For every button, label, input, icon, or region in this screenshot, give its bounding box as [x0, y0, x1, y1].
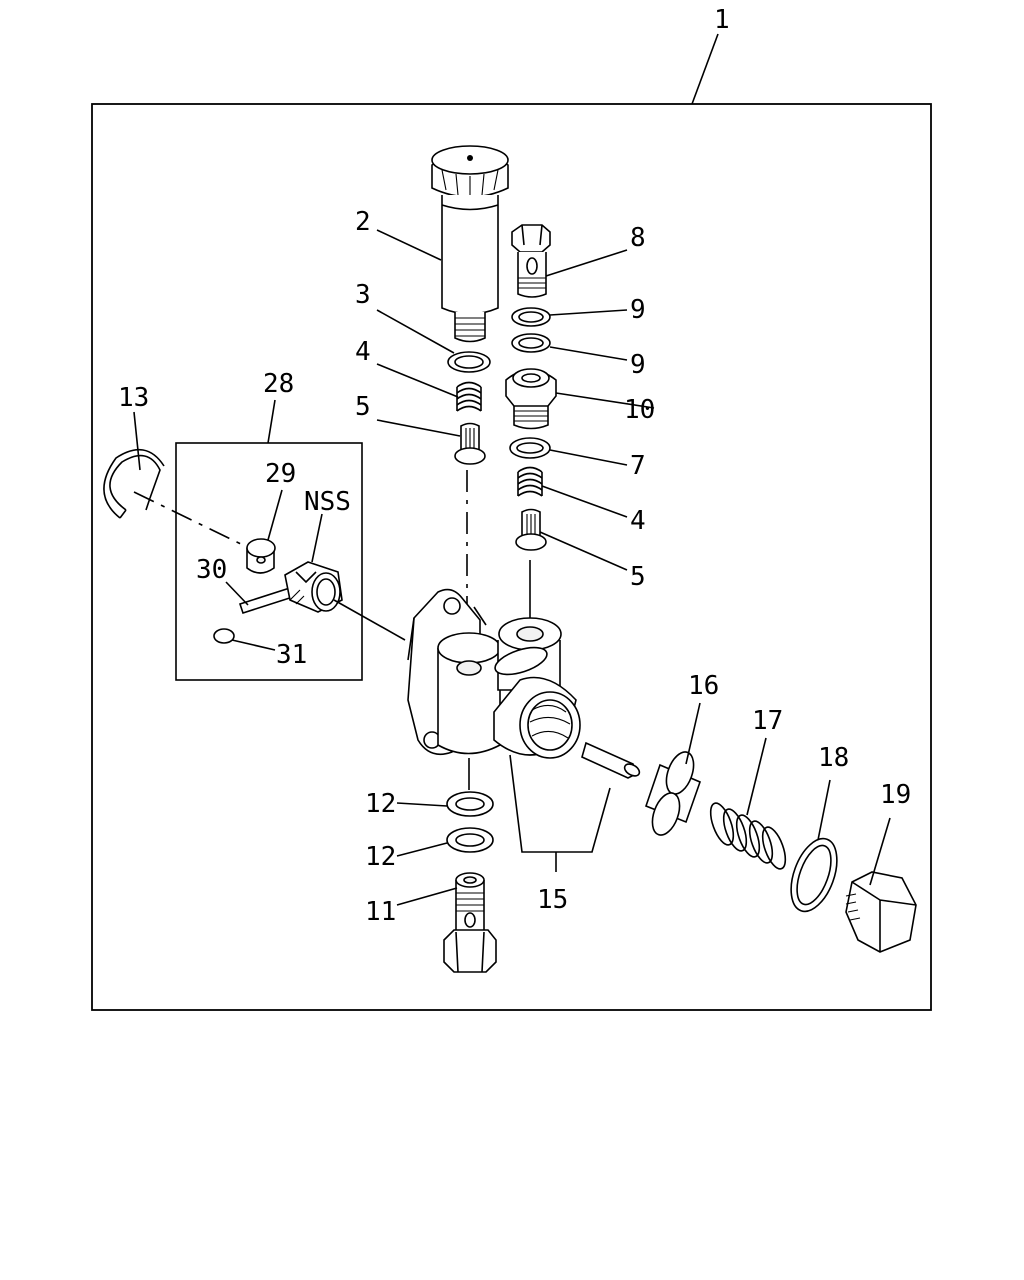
callout-11: 11 — [365, 897, 396, 927]
callout-4-right: 4 — [630, 506, 646, 536]
callout-5-left: 5 — [355, 392, 371, 422]
callout-4-left: 4 — [355, 337, 371, 367]
callout-18: 18 — [818, 743, 849, 773]
leader-lines — [133, 33, 891, 906]
part-31-clip[interactable] — [213, 628, 235, 644]
callout-17: 17 — [752, 706, 783, 736]
callout-13: 13 — [118, 383, 149, 413]
part-18-gasket[interactable] — [782, 832, 846, 917]
part-19-plug[interactable] — [845, 871, 917, 953]
part-13-snap-ring[interactable] — [103, 448, 165, 519]
part-2-priming-pump[interactable] — [431, 145, 509, 343]
callout-1: 1 — [714, 5, 730, 35]
callout-7: 7 — [630, 451, 646, 481]
callout-10: 10 — [624, 395, 655, 425]
callout-nss: NSS — [304, 487, 351, 517]
part-8-eye-bolt[interactable] — [511, 224, 551, 298]
part-3-washer[interactable] — [447, 351, 491, 373]
nss-tappet[interactable] — [284, 561, 343, 613]
part-16-sleeve[interactable] — [644, 748, 702, 839]
callout-5-right: 5 — [630, 562, 646, 592]
callout-9-b: 9 — [630, 350, 646, 380]
part-12-gasket-a[interactable] — [446, 791, 494, 817]
callout-15: 15 — [537, 885, 568, 915]
pump-body[interactable] — [407, 588, 581, 759]
part-11-eye-bolt[interactable] — [443, 872, 497, 973]
part-4-spring-left[interactable] — [456, 381, 482, 412]
part-29-roller[interactable] — [246, 538, 276, 574]
callout-31: 31 — [276, 640, 307, 670]
part-5-piston-left[interactable] — [454, 422, 486, 465]
part-17-spring[interactable] — [706, 800, 790, 872]
callout-12-b: 12 — [365, 842, 396, 872]
part-9-washer-a[interactable] — [511, 307, 551, 327]
part-15-callout-bracket — [509, 754, 611, 853]
callout-19: 19 — [880, 780, 911, 810]
part-10-connector[interactable] — [505, 368, 557, 430]
part-9-washer-b[interactable] — [511, 333, 551, 353]
callout-3: 3 — [355, 280, 371, 310]
part-15-pin[interactable] — [581, 741, 641, 779]
part-4-spring-right[interactable] — [517, 466, 543, 497]
callout-28: 28 — [263, 369, 294, 399]
subkit-frame — [175, 442, 363, 681]
callout-30: 30 — [196, 555, 227, 585]
callout-9-a: 9 — [630, 295, 646, 325]
part-5-piston-right[interactable] — [515, 508, 547, 551]
assembly-frame — [91, 103, 932, 1011]
part-7-washer[interactable] — [509, 437, 551, 459]
callout-29: 29 — [265, 459, 296, 489]
callout-12-a: 12 — [365, 789, 396, 819]
assembly-axis-snap-ring — [133, 491, 246, 547]
callout-2: 2 — [355, 207, 371, 237]
callout-8: 8 — [630, 223, 646, 253]
callout-16: 16 — [688, 671, 719, 701]
part-12-gasket-b[interactable] — [446, 827, 494, 853]
